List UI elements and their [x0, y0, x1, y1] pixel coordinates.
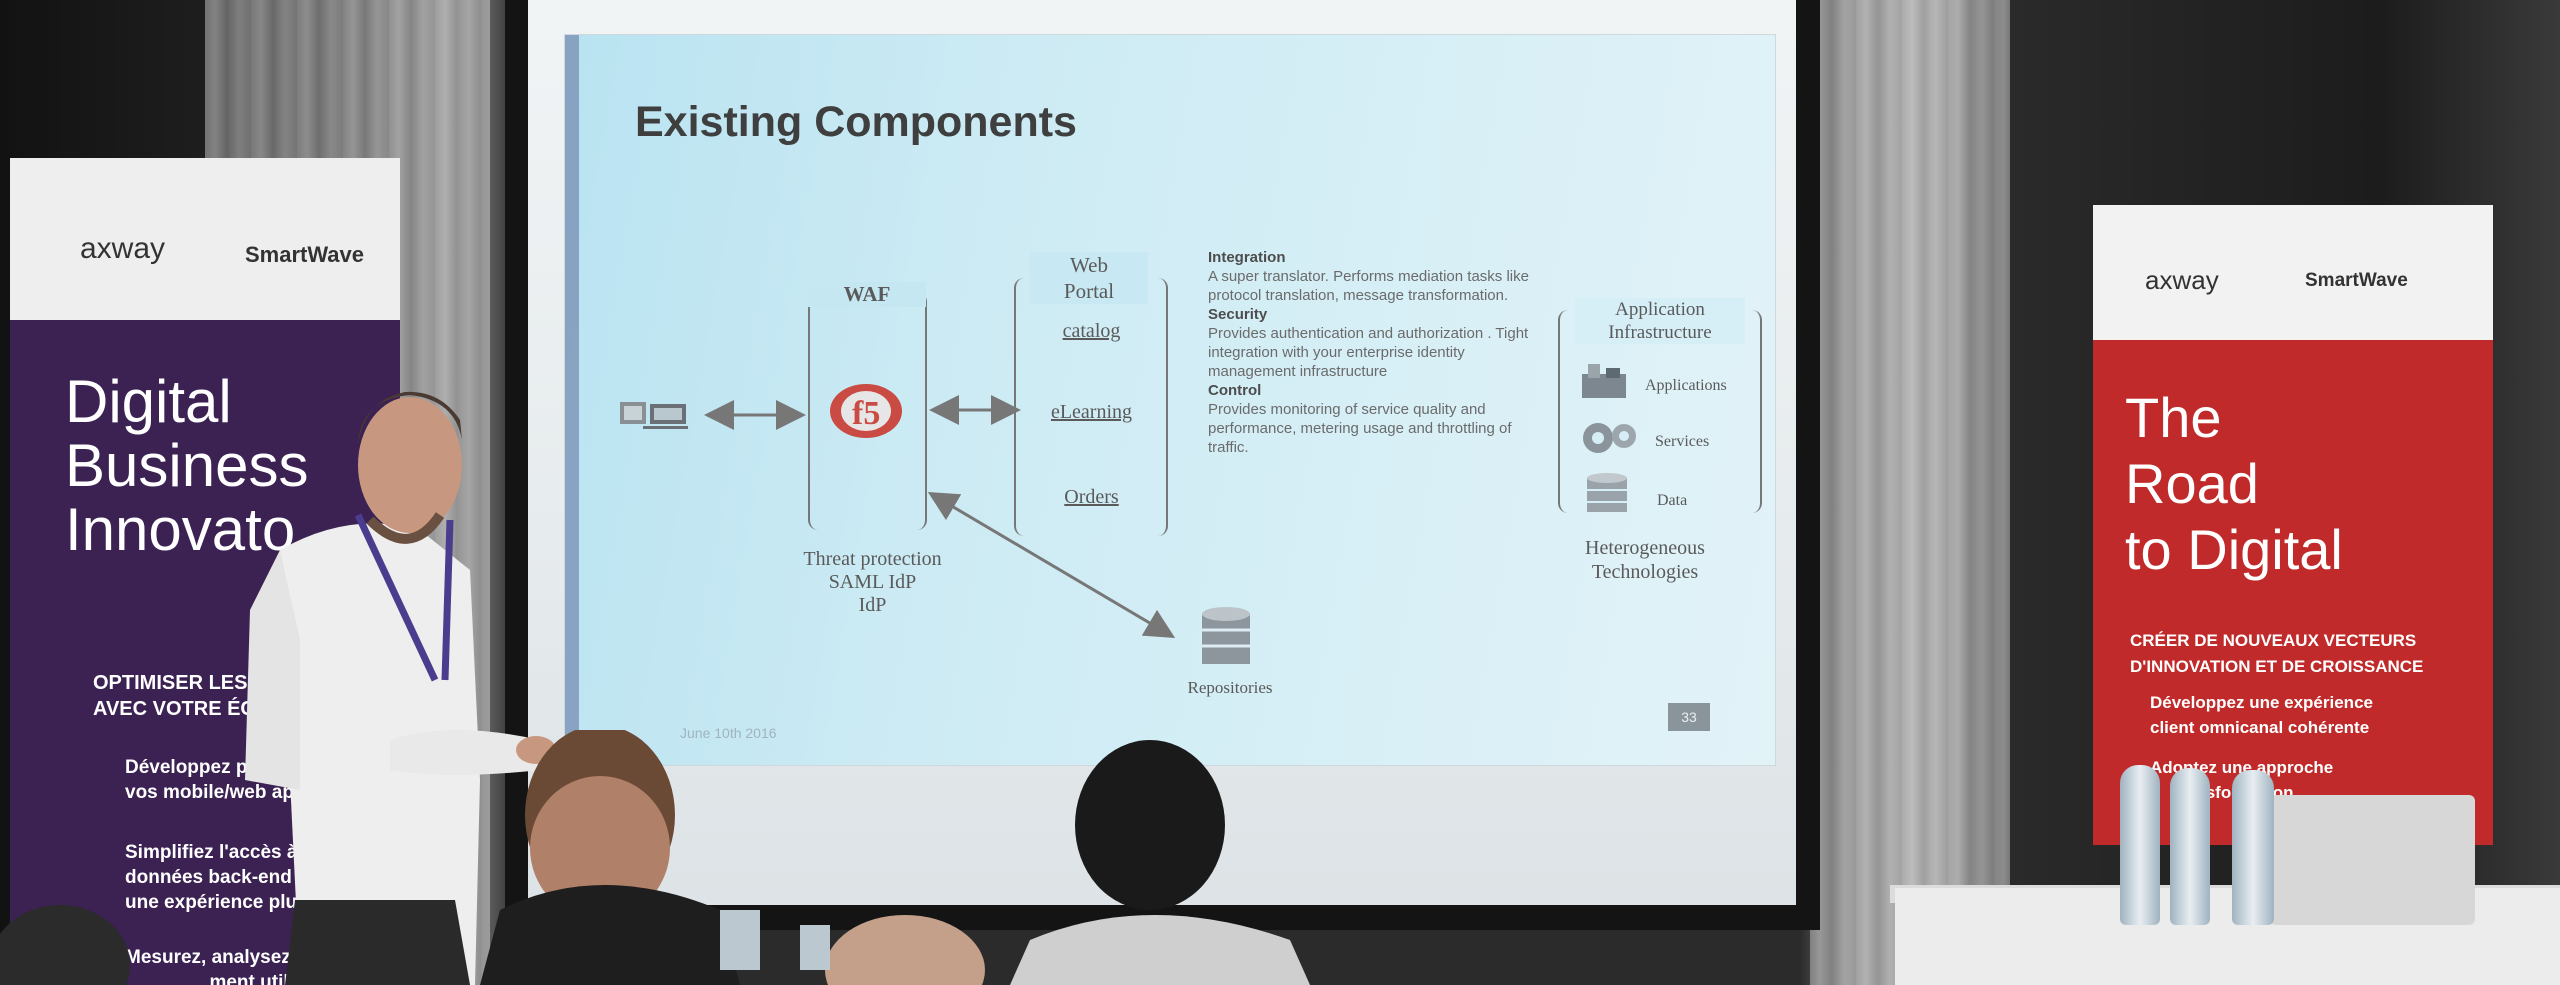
- water-bottle: [2120, 765, 2160, 925]
- data-database-icon: [1587, 473, 1627, 512]
- f5-logo-icon: f5: [830, 384, 902, 438]
- slide-left-edge: [565, 35, 579, 765]
- slide-description: Integration A super translator. Performs…: [1208, 248, 1543, 457]
- svg-text:f5: f5: [852, 395, 880, 432]
- control-text: Provides monitoring of service quality a…: [1208, 401, 1512, 456]
- right-banner-subhead: CRÉER DE NOUVEAUX VECTEURS D'INNOVATION …: [2130, 631, 2424, 676]
- left-banner-headline: Digital Business Innovato: [65, 370, 309, 563]
- security-text: Provides authentication and authorizatio…: [1208, 325, 1529, 380]
- right-banner-headline: The Road to Digital: [2125, 386, 2343, 581]
- elearning-link: eLearning: [1050, 401, 1133, 423]
- left-banner-bullet-3: Mesurez, analysez ment util: [125, 947, 291, 985]
- computer-icon: [620, 402, 688, 429]
- threat-protection-label: Threat protection SAML IdP IdP: [803, 548, 942, 616]
- web-portal-label: Web Portal: [1030, 252, 1148, 304]
- repositories-label: Repositories: [1187, 678, 1273, 697]
- arrow-waf-repositories: [927, 491, 1176, 639]
- orders-link: Orders: [1064, 486, 1119, 508]
- integration-text: A super translator. Performs mediation t…: [1208, 268, 1529, 304]
- audience: [0, 730, 1310, 985]
- slide-page-number: 33: [1668, 703, 1710, 731]
- right-curtain: [1810, 0, 2010, 985]
- data-label: Data: [1657, 492, 1688, 509]
- control-heading: Control: [1208, 382, 1262, 399]
- left-banner-smartwave-logo: SmartWave: [245, 242, 365, 267]
- security-heading: Security: [1208, 306, 1268, 323]
- slide-footer: June 10th 2016: [680, 725, 777, 741]
- services-label: Services: [1655, 433, 1710, 450]
- app-infra-label: Application Infrastructure: [1575, 298, 1745, 344]
- right-banner-header: [2093, 205, 2493, 340]
- heterogeneous-label: Heterogeneous Technologies: [1585, 537, 1705, 583]
- applications-icon: [1582, 364, 1626, 398]
- catalog-link: catalog: [1062, 320, 1121, 342]
- repositories-database-icon: [1202, 607, 1250, 664]
- left-banner-bullet-2: Simplifiez l'accès à données back-end p …: [125, 842, 309, 913]
- laptop: [2270, 795, 2475, 925]
- presenter: [245, 391, 556, 985]
- right-banner-axway-logo: axway: [2145, 265, 2219, 295]
- app-infra-box: [1558, 310, 1762, 513]
- services-gears-icon: [1583, 423, 1636, 453]
- water-bottle: [2170, 768, 2210, 925]
- left-banner-axway-logo: axway: [80, 232, 166, 265]
- slide-title: Existing Components: [635, 98, 1077, 146]
- integration-heading: Integration: [1208, 249, 1286, 266]
- waf-label: WAF: [808, 282, 926, 307]
- water-bottle: [2232, 770, 2274, 925]
- right-banner-bullet-1: Développez une expérience client omnican…: [2150, 693, 2373, 737]
- slide-arrows: [704, 395, 1176, 639]
- web-portal-box: [1014, 278, 1168, 536]
- right-banner-smartwave-logo: SmartWave: [2305, 270, 2408, 291]
- waf-box: [808, 292, 927, 530]
- applications-label: Applications: [1645, 377, 1727, 394]
- left-banner-header: [10, 158, 400, 320]
